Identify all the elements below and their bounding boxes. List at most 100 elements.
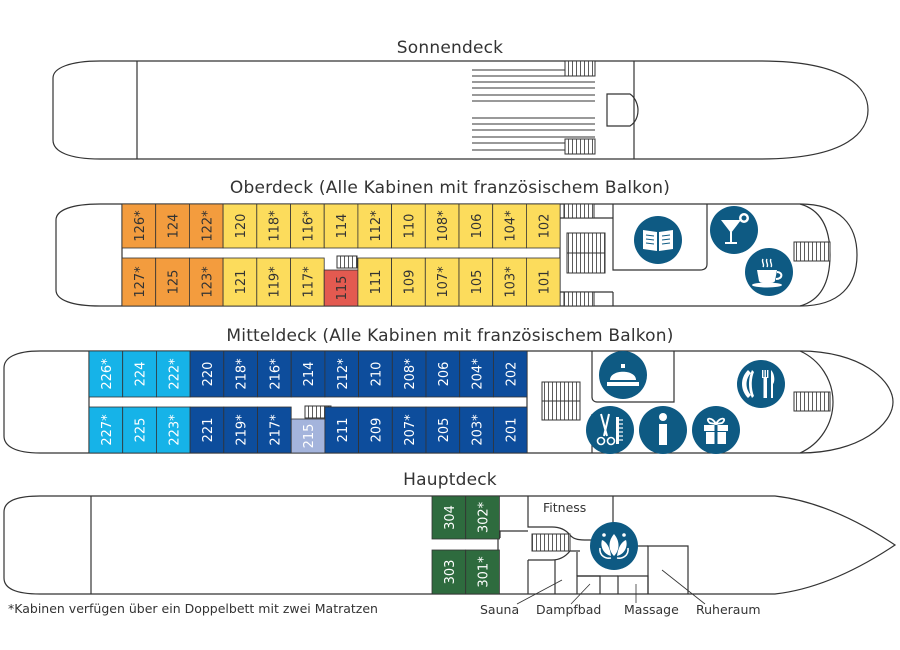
cabin-box[interactable] [424,203,460,249]
cabin-box[interactable] [424,257,460,307]
cabin-208[interactable]: 208* [391,350,427,398]
cabin-106[interactable]: 106 [458,203,494,249]
cabin-box[interactable] [526,203,561,249]
cabin-114[interactable]: 114 [323,203,359,249]
cabin-101[interactable]: 101 [526,257,561,307]
cabin-box[interactable] [492,406,528,454]
cabin-box[interactable] [492,350,528,398]
cabin-211[interactable]: 211 [324,406,359,454]
cabin-box[interactable] [391,406,427,454]
cabin-108[interactable]: 108* [424,203,460,249]
cabin-221[interactable]: 221 [189,406,225,454]
cabin-box[interactable] [324,406,359,454]
cabin-124[interactable]: 124 [155,203,190,249]
cabin-box[interactable] [257,350,292,398]
cabin-box[interactable] [465,549,500,595]
cabin-box[interactable] [431,549,467,595]
cabin-box[interactable] [222,203,258,249]
cabin-207[interactable]: 207* [391,406,427,454]
cabin-111[interactable]: 111 [357,257,392,307]
cabin-219[interactable]: 219* [223,406,258,454]
cabin-206[interactable]: 206 [425,350,461,398]
cabin-box[interactable] [391,203,426,249]
cabin-box[interactable] [458,203,494,249]
cabin-224[interactable]: 224 [122,350,157,398]
cabin-box[interactable] [121,257,157,307]
cabin-box[interactable] [189,350,225,398]
cabin-123[interactable]: 123* [188,257,224,307]
cabin-box[interactable] [465,495,500,540]
cabin-box[interactable] [324,350,359,398]
cabin-box[interactable] [358,406,393,454]
cabin-box[interactable] [121,203,157,249]
cabin-104[interactable]: 104* [492,203,527,249]
cabin-box[interactable] [492,203,527,249]
cabin-122[interactable]: 122* [188,203,224,249]
cabin-304[interactable]: 304 [431,495,467,540]
cabin-box[interactable] [189,406,225,454]
cabin-box[interactable] [492,257,527,307]
cabin-box[interactable] [425,406,461,454]
cabin-box[interactable] [257,406,292,454]
cabin-box[interactable] [357,257,392,307]
cabin-214[interactable]: 214 [290,350,326,398]
cabin-box[interactable] [222,257,258,307]
cabin-box[interactable] [358,350,393,398]
cabin-117[interactable]: 117* [290,257,325,307]
cabin-227[interactable]: 227* [88,406,124,454]
cabin-127[interactable]: 127* [121,257,157,307]
cabin-box[interactable] [458,257,494,307]
cabin-103[interactable]: 103* [492,257,527,307]
cabin-number: 127* [133,266,148,298]
cabin-301[interactable]: 301* [465,549,500,595]
cabin-box[interactable] [290,350,326,398]
cabin-box[interactable] [223,406,258,454]
cabin-box[interactable] [256,257,291,307]
cabin-225[interactable]: 225 [122,406,157,454]
cabin-118[interactable]: 118* [256,203,291,249]
cabin-box[interactable] [391,350,427,398]
cabin-216[interactable]: 216* [257,350,292,398]
cabin-109[interactable]: 109 [391,257,426,307]
cabin-125[interactable]: 125 [155,257,190,307]
cabin-box[interactable] [290,203,325,249]
cabin-105[interactable]: 105 [458,257,494,307]
cabin-303[interactable]: 303 [431,549,467,595]
cabin-box[interactable] [526,257,561,307]
cabin-218[interactable]: 218* [223,350,258,398]
cabin-115[interactable]: 115 [323,269,359,307]
cabin-box[interactable] [323,203,359,249]
cabin-110[interactable]: 110 [391,203,426,249]
cabin-222[interactable]: 222* [155,350,191,398]
cabin-202[interactable]: 202 [492,350,528,398]
cabin-220[interactable]: 220 [189,350,225,398]
cabin-203[interactable]: 203* [459,406,494,454]
cabin-205[interactable]: 205 [425,406,461,454]
cabin-116[interactable]: 116* [290,203,325,249]
cabin-112[interactable]: 112* [357,203,392,249]
cabin-107[interactable]: 107* [424,257,460,307]
cabin-126[interactable]: 126* [121,203,157,249]
cabin-302[interactable]: 302* [465,495,500,540]
cabin-119[interactable]: 119* [256,257,291,307]
cabin-204[interactable]: 204* [459,350,494,398]
cabin-102[interactable]: 102 [526,203,561,249]
cabin-120[interactable]: 120 [222,203,258,249]
cabin-201[interactable]: 201 [492,406,528,454]
cabin-box[interactable] [223,350,258,398]
cabin-box[interactable] [122,350,157,398]
cabin-box[interactable] [88,350,124,398]
cabin-226[interactable]: 226* [88,350,124,398]
cabin-209[interactable]: 209 [358,406,393,454]
cabin-210[interactable]: 210 [358,350,393,398]
cabin-box[interactable] [155,350,191,398]
cabin-box[interactable] [188,203,224,249]
cabin-212[interactable]: 212* [324,350,359,398]
cabin-box[interactable] [155,203,190,249]
cabin-223[interactable]: 223* [155,406,191,454]
cabin-215[interactable]: 215 [290,418,326,454]
cabin-121[interactable]: 121 [222,257,258,307]
cabin-box[interactable] [357,203,392,249]
cabin-box[interactable] [431,495,467,540]
cabin-217[interactable]: 217* [257,406,292,454]
